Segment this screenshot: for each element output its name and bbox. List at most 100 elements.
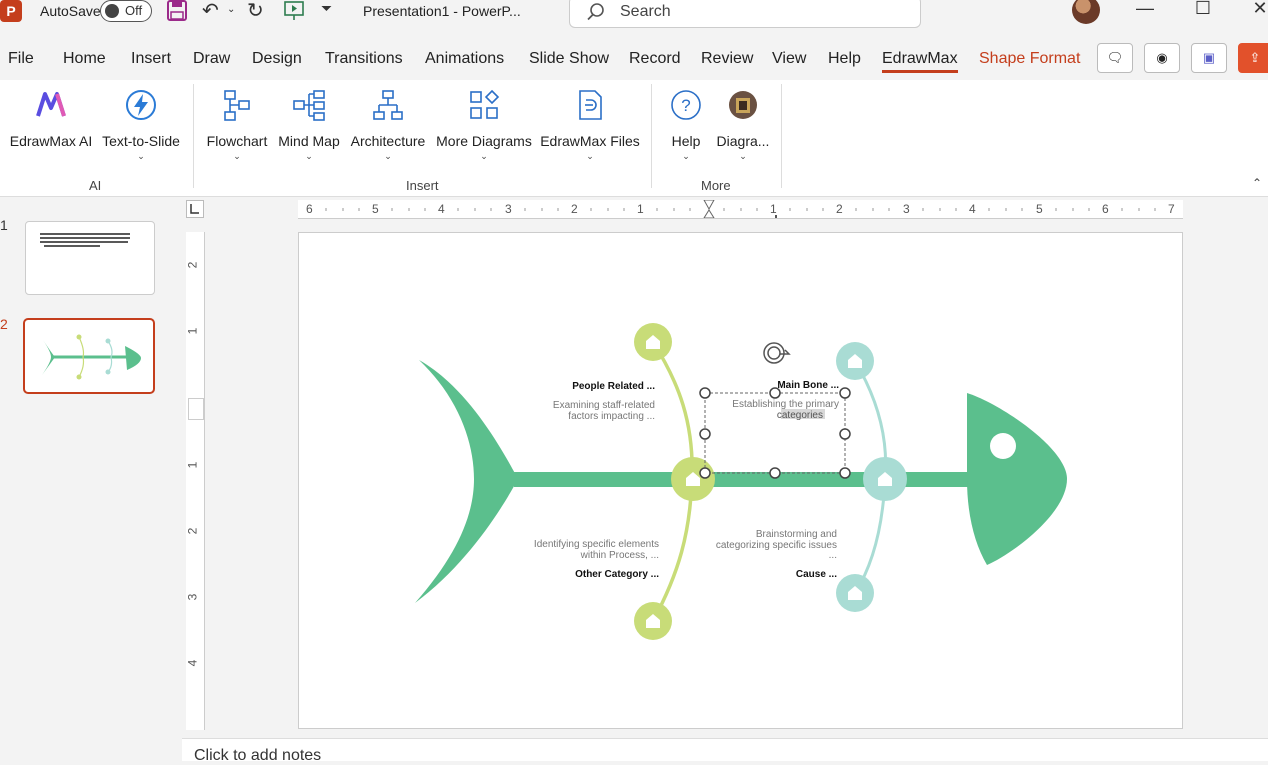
text-cause-title[interactable]: Cause ... xyxy=(795,569,837,580)
help-chevron-icon: ⌄ xyxy=(682,151,690,161)
undo-icon[interactable]: ↶ xyxy=(202,0,219,22)
ruler-number: 1 xyxy=(637,202,644,216)
vertical-ruler[interactable]: 2 1 1 2 3 4 xyxy=(185,232,205,730)
ruler-number: 4 xyxy=(969,202,976,216)
close-icon[interactable]: ✕ xyxy=(1252,0,1268,18)
tab-slide-show[interactable]: Slide Show xyxy=(529,50,610,67)
mind-map-label: Mind Map xyxy=(278,133,340,149)
ruler-number: 4 xyxy=(185,659,200,667)
tab-view[interactable]: View xyxy=(772,50,807,67)
slide-number-selected: 2 xyxy=(0,316,8,332)
slide-number: 1 xyxy=(0,217,8,233)
ruler-number: 6 xyxy=(306,202,313,216)
ruler-number: 2 xyxy=(185,527,200,535)
customize-toolbar-icon[interactable]: ⏷ xyxy=(321,0,333,16)
tab-review[interactable]: Review xyxy=(701,50,754,67)
fish-head xyxy=(967,393,1067,565)
slide-canvas[interactable]: People Related ... Examining staff-relat… xyxy=(298,232,1183,729)
autosave-toggle[interactable]: Off xyxy=(100,0,152,22)
text-main-bone-desc-1[interactable]: Establishing the primary xyxy=(732,399,839,410)
tab-file[interactable]: File xyxy=(8,50,34,67)
slide-thumbnail-selected[interactable] xyxy=(23,318,155,394)
slide-thumbnail[interactable] xyxy=(25,221,155,295)
home-icon xyxy=(646,335,892,628)
undo-dropdown-chevron-icon[interactable]: ⌄ xyxy=(227,4,236,15)
start-slideshow-icon[interactable] xyxy=(283,0,305,22)
tab-insert[interactable]: Insert xyxy=(131,50,172,67)
maximize-icon[interactable]: ☐ xyxy=(1194,0,1212,18)
text-cause-desc-3[interactable]: ... xyxy=(828,550,837,561)
text-main-bone-title[interactable]: Main Bone ... xyxy=(777,380,839,391)
diagram-chevron-icon: ⌄ xyxy=(739,151,747,161)
edrawmax-ai-button[interactable]: EdrawMax AI xyxy=(6,88,96,149)
text-people-related-desc-2[interactable]: factors impacting ... xyxy=(568,411,655,422)
help-button[interactable]: ? Help ⌄ xyxy=(660,88,712,162)
architecture-label: Architecture xyxy=(350,133,426,149)
text-other-category-desc-2[interactable]: within Process, ... xyxy=(580,550,659,561)
architecture-button[interactable]: Architecture ⌄ xyxy=(346,88,430,162)
text-other-category-desc-1[interactable]: Identifying specific elements xyxy=(533,539,659,550)
redo-icon[interactable]: ↻ xyxy=(247,0,264,22)
text-cause-desc-1[interactable]: Brainstorming and xyxy=(755,529,837,540)
save-icon[interactable] xyxy=(166,0,188,22)
teams-button[interactable]: ▣ xyxy=(1191,43,1227,73)
notes-pane[interactable]: Click to add notes xyxy=(182,738,1268,764)
ruler-number: 5 xyxy=(372,202,379,216)
record-icon: ◉ xyxy=(1156,50,1168,65)
group-label-more: More xyxy=(701,178,731,193)
tab-selector-icon[interactable] xyxy=(186,200,204,218)
mind-map-button[interactable]: Mind Map ⌄ xyxy=(272,88,346,162)
text-main-bone-desc-2[interactable]: categories xyxy=(776,410,823,421)
search-placeholder: Search xyxy=(620,3,671,20)
ruler-number: 1 xyxy=(770,202,777,216)
record-button[interactable]: ◉ xyxy=(1144,43,1180,73)
text-other-category-title[interactable]: Other Category ... xyxy=(575,569,659,580)
ribbon-tabs: File Home Insert Draw Design Transitions… xyxy=(0,40,1268,76)
more-diagrams-icon xyxy=(470,89,500,119)
share-button[interactable]: ⇪ xyxy=(1238,43,1268,73)
text-people-related-desc-1[interactable]: Examining staff-related xyxy=(552,400,655,411)
ribbon-divider xyxy=(651,84,652,188)
tab-record[interactable]: Record xyxy=(629,50,681,67)
ruler-number: 0 xyxy=(704,202,711,216)
edrawmax-files-chevron-icon: ⌄ xyxy=(586,151,594,161)
text-people-related-title[interactable]: People Related ... xyxy=(572,381,655,392)
edrawmax-ai-label: EdrawMax AI xyxy=(9,133,93,149)
tab-edrawmax[interactable]: EdrawMax xyxy=(882,50,958,73)
user-avatar[interactable] xyxy=(1072,0,1100,24)
ruler-number: 7 xyxy=(1168,202,1175,216)
flowchart-icon xyxy=(224,90,250,121)
tab-help[interactable]: Help xyxy=(828,50,861,67)
edrawmax-files-button[interactable]: EdrawMax Files ⌄ xyxy=(538,88,642,162)
search-box[interactable]: Search xyxy=(569,0,921,28)
ribbon-divider xyxy=(781,84,782,188)
diagram-community-button[interactable]: Diagra... ⌄ xyxy=(712,88,774,162)
flowchart-button[interactable]: Flowchart ⌄ xyxy=(202,88,272,162)
tab-transitions[interactable]: Transitions xyxy=(325,50,403,67)
ruler-number: 2 xyxy=(571,202,578,216)
tab-home[interactable]: Home xyxy=(63,50,106,67)
group-label-ai: AI xyxy=(89,178,102,193)
tab-shape-format[interactable]: Shape Format xyxy=(979,50,1081,67)
ruler-number: 1 xyxy=(185,461,200,469)
fish-eye xyxy=(990,433,1016,459)
tab-draw[interactable]: Draw xyxy=(193,50,231,67)
comments-button[interactable]: 🗨 xyxy=(1097,43,1133,73)
collapse-ribbon-icon[interactable]: ⌃ xyxy=(1252,176,1263,190)
ribbon: EdrawMax AI Text-to-Slide ⌄ AI Flowchart… xyxy=(0,80,1268,197)
more-diagrams-button[interactable]: More Diagrams ⌄ xyxy=(432,88,536,162)
toggle-knob xyxy=(105,4,119,18)
minimize-icon[interactable]: — xyxy=(1136,0,1154,18)
document-title: Presentation1 - PowerP... xyxy=(363,3,521,19)
rotate-handle-icon xyxy=(763,342,791,364)
lightning-icon xyxy=(126,90,156,120)
horizontal-ruler[interactable]: 6 5 4 3 2 1 0 1 2 3 4 5 6 7 xyxy=(298,200,1183,219)
text-cause-desc-2[interactable]: categorizing specific issues xyxy=(715,540,837,551)
fishbone-thumbnail-preview xyxy=(42,334,141,380)
svg-text:?: ? xyxy=(681,96,690,115)
text-to-slide-chevron-icon: ⌄ xyxy=(137,151,145,161)
ruler-number: 2 xyxy=(836,202,843,216)
tab-design[interactable]: Design xyxy=(252,50,302,67)
tab-animations[interactable]: Animations xyxy=(425,50,505,67)
text-to-slide-button[interactable]: Text-to-Slide ⌄ xyxy=(98,88,184,162)
